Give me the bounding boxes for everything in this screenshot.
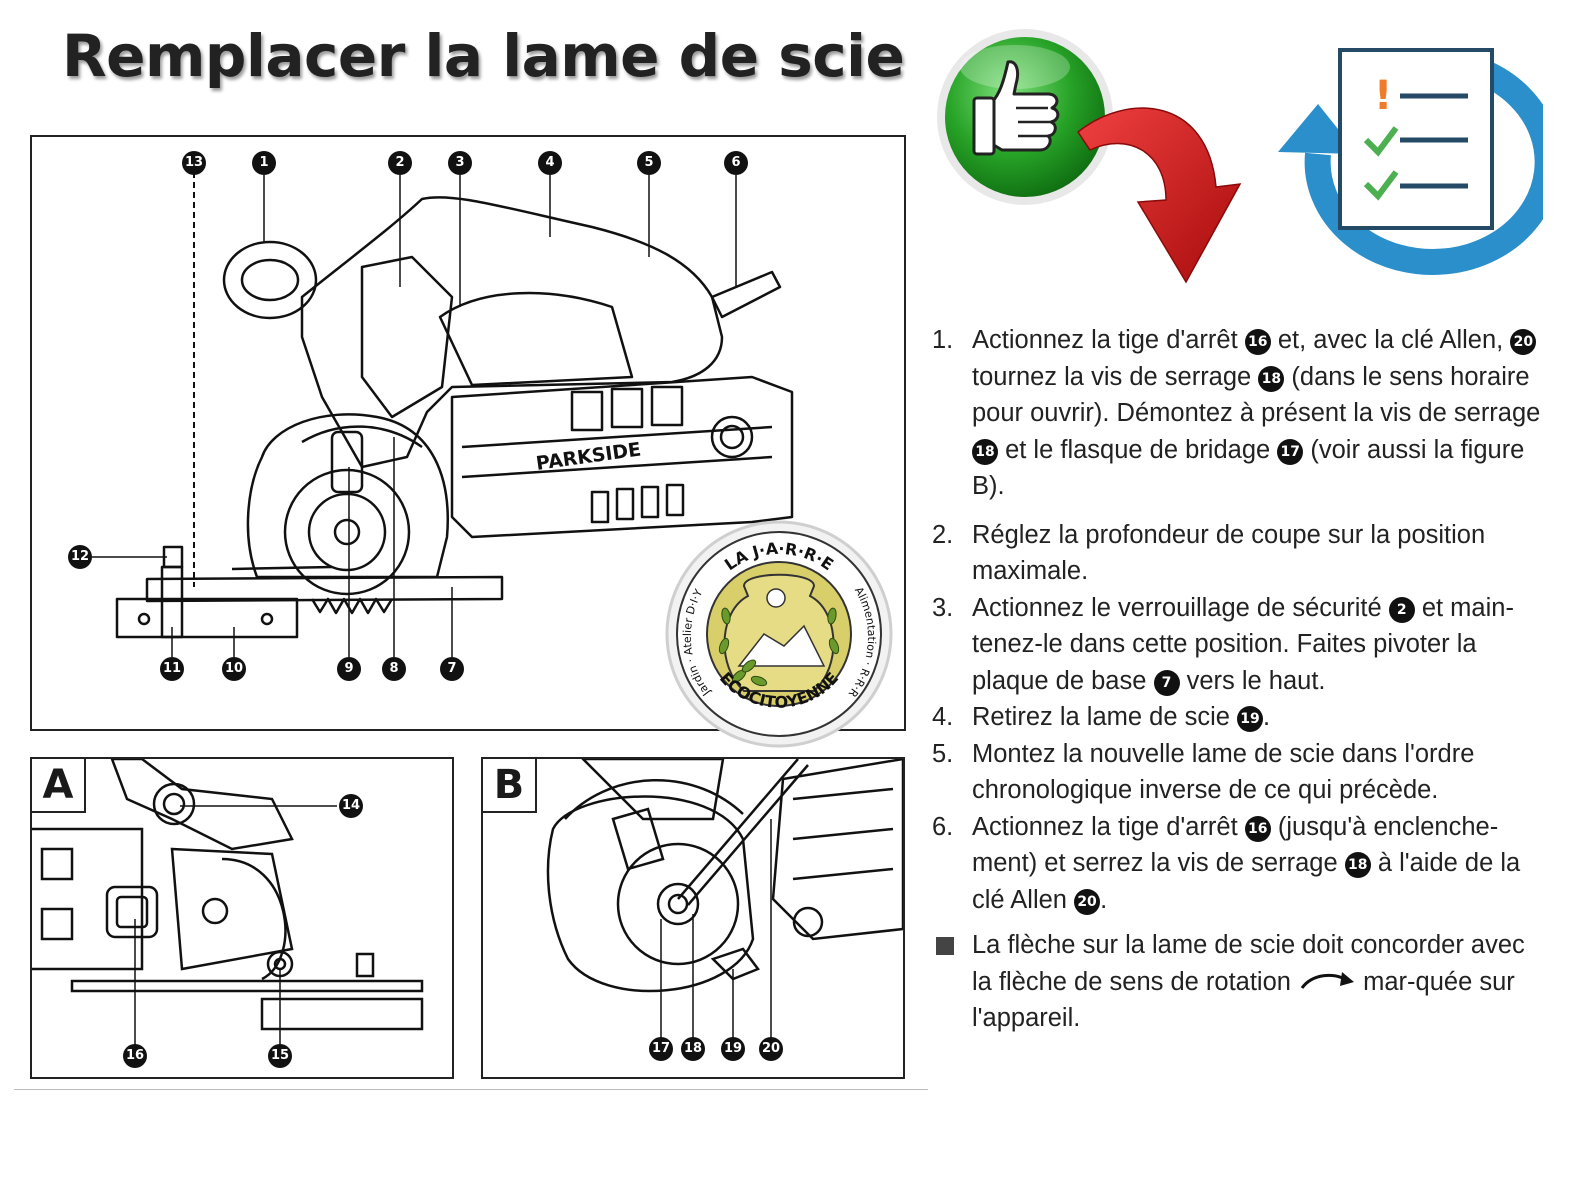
step-text: (jusqu'à enclenche-ment) et serrez la vi…	[972, 812, 1499, 878]
panel-a-letter: A	[30, 757, 86, 813]
step-number: 4.	[932, 703, 954, 731]
ref-badge: 19	[1237, 706, 1264, 732]
ref-badge: 20	[1074, 888, 1101, 915]
square-bullet-icon	[936, 937, 954, 955]
note-text: mar-quée sur l'appareil.	[972, 967, 1515, 1033]
step-text: tournez la vis de serrage	[972, 362, 1259, 391]
page-title: Remplacer la lame de scie	[62, 22, 905, 90]
step-number: 6.	[932, 812, 954, 841]
step-3: 3. Actionnez le verrouillage de sécurité…	[932, 590, 1542, 700]
callout-5: 5	[637, 151, 661, 175]
callout-7: 7	[440, 657, 464, 681]
step-text: Réglez la profondeur de coupe sur la pos…	[972, 520, 1486, 586]
rotation-arrow-icon	[1300, 971, 1355, 989]
step-number: 5.	[932, 739, 954, 768]
callout-14: 14	[339, 794, 363, 818]
ref-badge: 16	[1244, 815, 1271, 842]
figure-panel-b: B 17 18 19 20	[481, 757, 905, 1079]
step-text: Retirez la lame de scie	[972, 703, 1238, 731]
step-text: et main-tenez-le dans cette position. Fa…	[972, 593, 1514, 695]
callout-8: 8	[382, 657, 406, 681]
callout-15: 15	[268, 1044, 292, 1068]
la-jarre-badge: LA J·A·R·R·E Jardin · Atelier D·I·Y Alim…	[665, 520, 893, 748]
callout-2: 2	[388, 151, 412, 175]
callout-13: 13	[182, 151, 206, 175]
callout-10: 10	[222, 657, 246, 681]
step-2: 2. Réglez la profondeur de coupe sur la …	[932, 517, 1542, 590]
step-5: 5. Montez la nouvelle lame de scie dans …	[932, 736, 1542, 809]
callout-19: 19	[721, 1037, 745, 1061]
svg-text:!: !	[1374, 73, 1392, 119]
panel-b-letter: B	[481, 757, 537, 813]
detail-drawing-a	[32, 759, 424, 1049]
ref-badge: 16	[1244, 329, 1271, 355]
callout-12: 12	[68, 545, 92, 569]
step-1: 1. Actionnez la tige d'arrêt 16 et, avec…	[932, 322, 1542, 505]
step-6: 6. Actionnez la tige d'arrêt 16 (jusqu'à…	[932, 809, 1542, 919]
ref-badge: 18	[972, 438, 998, 465]
ref-badge: 2	[1388, 596, 1415, 623]
callout-1: 1	[252, 151, 276, 175]
step-text: vers le haut.	[1179, 666, 1326, 695]
callout-6: 6	[724, 151, 748, 175]
step-number: 2.	[932, 520, 954, 549]
callout-4: 4	[538, 151, 562, 175]
ref-badge: 17	[1277, 438, 1304, 465]
step-text: à l'aide de la clé Allen	[972, 849, 1521, 914]
thumbs-up-icon	[937, 29, 1113, 205]
note: La flèche sur la lame de scie doit conco…	[932, 927, 1542, 1037]
step-number: 1.	[932, 326, 954, 354]
step-4: 4. Retirez la lame de scie 19.	[932, 699, 1542, 736]
step-text: Actionnez la tige d'arrêt	[972, 326, 1245, 354]
ref-badge: 18	[1344, 852, 1371, 878]
ref-badge: 7	[1153, 669, 1180, 696]
callout-18: 18	[681, 1037, 705, 1061]
note-text: La flèche sur la lame de scie doit conco…	[972, 931, 1525, 996]
step-text: (voir aussi la figure B).	[972, 435, 1525, 501]
bottom-divider	[14, 1089, 928, 1090]
step-text: .	[1263, 703, 1271, 731]
callout-11: 11	[160, 657, 184, 681]
step-text: .	[1100, 885, 1108, 914]
step-text: et, avec la clé Allen,	[1270, 326, 1511, 354]
circular-saw-drawing: PARKSIDE	[92, 172, 794, 657]
callout-3: 3	[448, 151, 472, 175]
checklist-refresh-icon: !	[1278, 48, 1543, 275]
figure-panel-a: A 14 16 15	[30, 757, 454, 1079]
step-text: Actionnez la tige d'arrêt	[972, 812, 1245, 841]
step-text: et le flasque de bridage	[998, 435, 1278, 464]
instructions-list: 1. Actionnez la tige d'arrêt 16 et, avec…	[932, 322, 1542, 1037]
ref-badge: 18	[1258, 365, 1285, 392]
step-text: (dans le sens horaire pour ouvrir). Démo…	[972, 362, 1541, 428]
callout-17: 17	[649, 1037, 673, 1061]
callout-16: 16	[123, 1044, 147, 1068]
curved-red-arrow-icon	[1076, 107, 1242, 284]
ref-badge: 20	[1510, 329, 1537, 355]
step-text: Actionnez le verrouillage de sécurité	[972, 593, 1389, 622]
step-number: 3.	[932, 593, 954, 622]
step-text: Montez la nouvelle lame de scie dans l'o…	[972, 739, 1475, 805]
callout-9: 9	[337, 657, 361, 681]
callout-20: 20	[759, 1037, 783, 1061]
detail-drawing-b	[546, 759, 903, 1039]
